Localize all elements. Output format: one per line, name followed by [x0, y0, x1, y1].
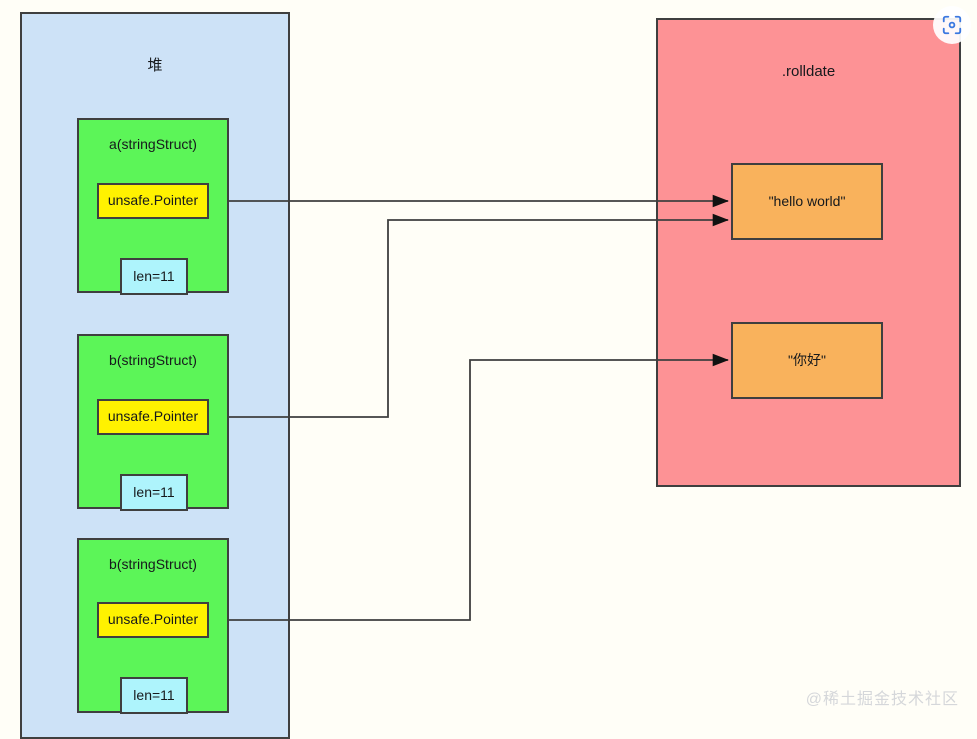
field-unsafe-pointer-b2-label: unsafe.Pointer [107, 611, 199, 628]
struct-box-a-label: a(stringStruct) [109, 136, 197, 152]
field-len-b1-label: len=11 [133, 483, 175, 500]
field-len-b1: len=11 [120, 474, 188, 511]
struct-box-b1-label: b(stringStruct) [109, 352, 197, 368]
field-unsafe-pointer-a-label: unsafe.Pointer [107, 192, 199, 209]
scan-camera-icon[interactable] [933, 6, 971, 44]
field-len-b2-label: len=11 [133, 686, 175, 703]
region-heap-label: 堆 [147, 57, 163, 74]
region-rodata: .rolldate [656, 18, 961, 487]
literal-box-nihao: "你好" [731, 322, 883, 399]
struct-box-b2-label: b(stringStruct) [109, 556, 197, 572]
scan-camera-glyph [942, 15, 962, 35]
field-len-a: len=11 [120, 258, 188, 295]
literal-box-hello-world-label: "hello world" [768, 192, 846, 209]
field-len-b2: len=11 [120, 677, 188, 714]
literal-box-nihao-label: "你好" [788, 351, 826, 368]
field-unsafe-pointer-b1-label: unsafe.Pointer [107, 408, 199, 425]
field-unsafe-pointer-b1: unsafe.Pointer [97, 399, 209, 435]
field-len-a-label: len=11 [133, 267, 175, 284]
region-rodata-label: .rolldate [781, 63, 836, 80]
field-unsafe-pointer-a: unsafe.Pointer [97, 183, 209, 219]
literal-box-hello-world: "hello world" [731, 163, 883, 240]
watermark: @稀土掘金技术社区 [805, 691, 959, 708]
field-unsafe-pointer-b2: unsafe.Pointer [97, 602, 209, 638]
